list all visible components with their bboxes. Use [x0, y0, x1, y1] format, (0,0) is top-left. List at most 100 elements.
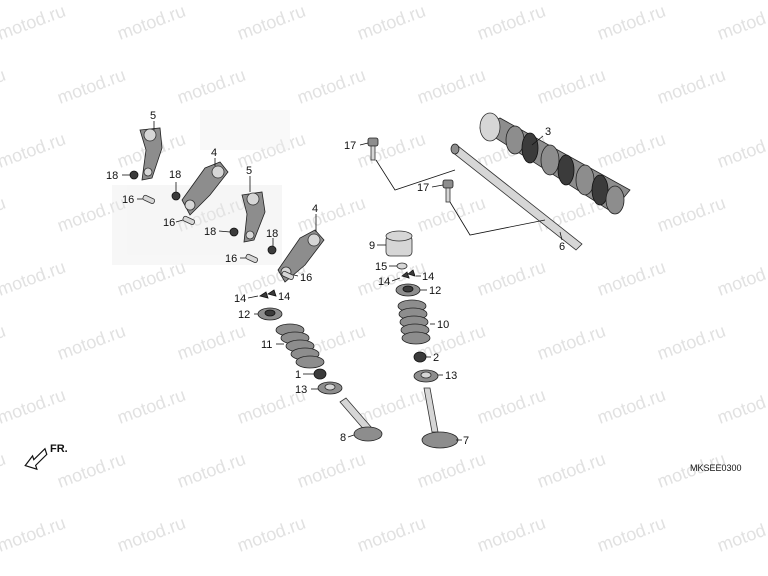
watermark-text: motod.ru: [715, 1, 768, 44]
leader-lines: [122, 121, 563, 441]
watermark-text: motod.ru: [595, 257, 669, 300]
label-7: 7: [463, 435, 469, 447]
watermark-text: motod.ru: [595, 385, 669, 428]
lifter-9: [385, 230, 413, 257]
watermark-text: motod.ru: [355, 129, 429, 172]
watermark-text: motod.ru: [0, 385, 68, 428]
watermark-text: motod.ru: [0, 321, 8, 364]
watermark-text: motod.ru: [0, 449, 8, 492]
label-18: 18: [106, 170, 118, 182]
watermark-text: motod.ru: [115, 513, 189, 556]
label-17: 17: [344, 140, 356, 152]
label-14: 14: [278, 291, 290, 303]
front-direction-arrow: FR.: [24, 443, 68, 471]
watermark-text: motod.ru: [415, 193, 489, 236]
watermark-text: motod.ru: [535, 449, 609, 492]
label-16: 16: [163, 217, 175, 229]
watermark-text: motod.ru: [0, 129, 68, 172]
seal-1: [313, 368, 327, 380]
label-5: 5: [246, 165, 252, 177]
pin-16c: [245, 253, 259, 263]
label-10: 10: [437, 319, 449, 331]
label-18: 18: [204, 226, 216, 238]
label-2: 2: [433, 352, 439, 364]
cotter-14-left: [259, 289, 277, 299]
label-14: 14: [378, 276, 390, 288]
watermark-text: motod.ru: [475, 385, 549, 428]
watermark-text: motod.ru: [0, 65, 8, 108]
label-18: 18: [266, 228, 278, 240]
watermark-text: motod.ru: [595, 513, 669, 556]
diagram-code: MKSEE0300: [690, 463, 742, 473]
label-9: 9: [369, 240, 375, 252]
watermark-text: motod.ru: [295, 65, 369, 108]
rocker-shaft: [450, 143, 583, 251]
watermark-text: motod.ru: [475, 1, 549, 44]
rocker-arm-5b: [241, 191, 266, 243]
label-1: 1: [295, 369, 301, 381]
watermark-text: motod.ru: [355, 513, 429, 556]
watermark-text: motod.ru: [475, 257, 549, 300]
label-14: 14: [422, 271, 434, 283]
watermark-text: motod.ru: [595, 129, 669, 172]
label-16: 16: [122, 194, 134, 206]
label-15: 15: [375, 261, 387, 273]
label-6: 6: [559, 241, 565, 253]
nut-18d: [267, 245, 277, 255]
watermark-text: motod.ru: [595, 1, 669, 44]
watermark-text: motod.ru: [115, 385, 189, 428]
watermark-text: motod.ru: [0, 257, 68, 300]
label-4: 4: [211, 147, 217, 159]
watermark-text: motod.ru: [655, 193, 729, 236]
watermark-text: motod.ru: [415, 449, 489, 492]
bolt-guide-line: [375, 159, 456, 191]
watermark-text: motod.ru: [655, 321, 729, 364]
label-13: 13: [295, 384, 307, 396]
nut-18c: [229, 227, 239, 237]
rocker-arm-5a: [139, 127, 163, 181]
label-5: 5: [150, 110, 156, 122]
label-17: 17: [417, 182, 429, 194]
watermark-text: motod.ru: [415, 65, 489, 108]
watermark-text: motod.ru: [0, 513, 68, 556]
watermark-text: motod.ru: [715, 513, 768, 556]
rocker-arm-4a: [181, 161, 229, 216]
watermark-text: motod.ru: [355, 1, 429, 44]
front-direction-label: FR.: [50, 443, 68, 455]
watermark-text: motod.ru: [55, 449, 129, 492]
watermark-text: motod.ru: [715, 257, 768, 300]
watermark-text: motod.ru: [55, 65, 129, 108]
label-16: 16: [225, 253, 237, 265]
pin-16d: [281, 270, 295, 280]
label-3: 3: [545, 126, 551, 138]
nut-18a: [129, 170, 139, 180]
watermark-text: motod.ru: [715, 385, 768, 428]
watermark-text: motod.ru: [0, 1, 68, 44]
watermark-text: motod.ru: [295, 449, 369, 492]
watermark-text: motod.ru: [175, 65, 249, 108]
label-14: 14: [234, 293, 246, 305]
label-11: 11: [261, 339, 272, 351]
watermark-text: motod.ru: [175, 321, 249, 364]
watermark-text: motod.ru: [0, 193, 8, 236]
label-13: 13: [445, 370, 457, 382]
bolt-lower: [442, 179, 454, 203]
watermark-text: motod.ru: [535, 65, 609, 108]
watermark-text: motod.ru: [115, 1, 189, 44]
bolt-upper: [367, 137, 379, 161]
watermark-text: motod.ru: [55, 321, 129, 364]
label-12: 12: [429, 285, 441, 297]
watermark-text: motod.ru: [475, 513, 549, 556]
retainer-12-left: [257, 307, 283, 321]
seat-13-right: [413, 369, 439, 383]
bolt-guide-line-2: [449, 201, 546, 236]
watermark-text: motod.ru: [715, 129, 768, 172]
valve-7: [421, 387, 459, 449]
nut-18b: [171, 191, 181, 201]
callout-labels: 5 4 5 4 3 6 17 17 18 18 18 18 16 16 16 1…: [106, 110, 565, 447]
seat-13-left: [317, 381, 343, 395]
shim-15: [396, 262, 408, 270]
watermark-text: motod.ru: [235, 513, 309, 556]
